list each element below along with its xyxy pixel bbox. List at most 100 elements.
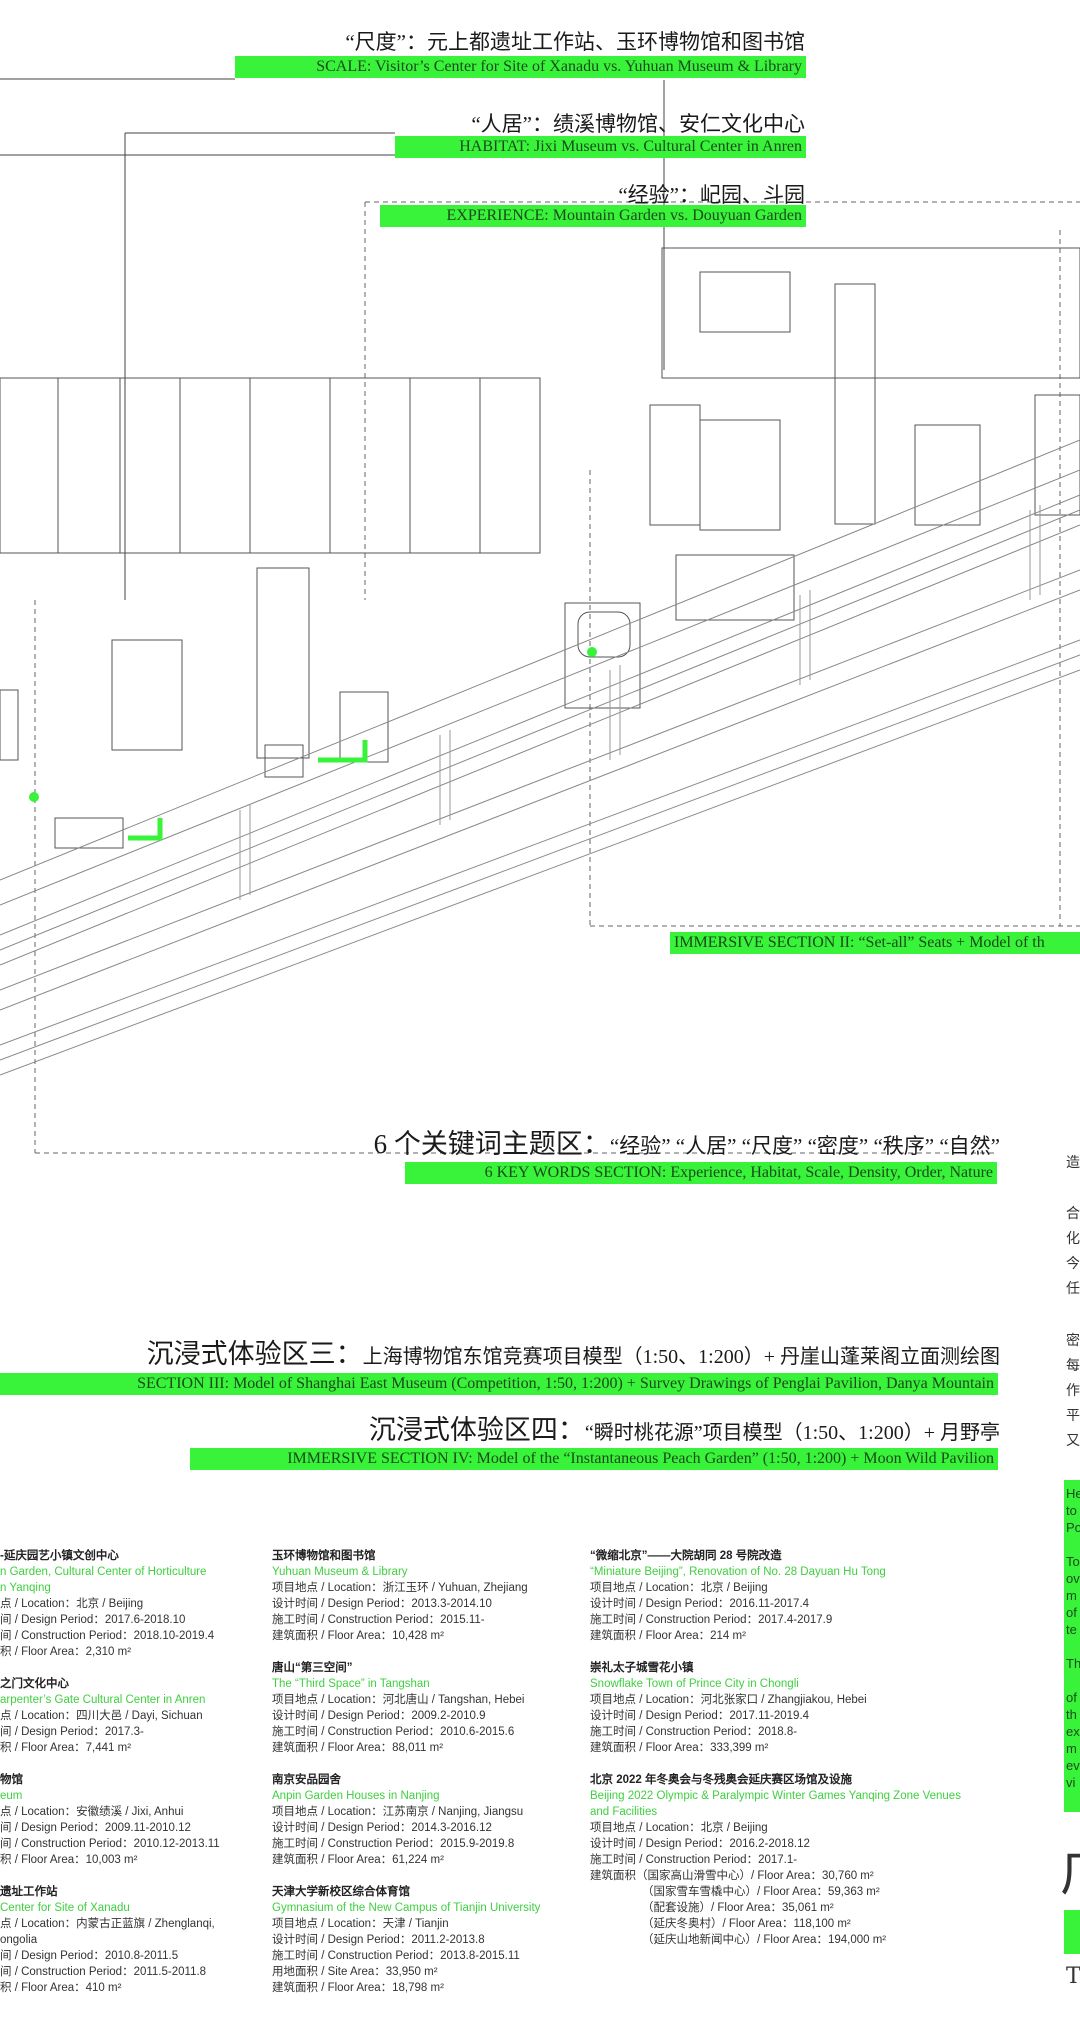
project-detail: 点 / Location：内蒙古正蓝旗 / Zhenglanqi, bbox=[0, 1918, 215, 1930]
project-title: 物馆 bbox=[0, 1774, 23, 1786]
project-title-en: and Facilities bbox=[590, 1806, 658, 1818]
project-yuhuan-museum: 玉环博物馆和图书馆 Yuhuan Museum & Library 项目地点 /… bbox=[272, 1548, 540, 1644]
project-detail: （配套设施）/ Floor Area：35,061 m² bbox=[642, 1902, 834, 1914]
right-green-text: To bbox=[1066, 1554, 1080, 1569]
right-edge-char: 任 bbox=[1066, 1281, 1080, 1297]
project-xanadu-station: 遗址工作站 Center for Site of Xanadu 点 / Loca… bbox=[0, 1884, 220, 1996]
project-title: 天津大学新校区综合体育馆 bbox=[272, 1886, 410, 1898]
right-edge-char: 每 bbox=[1066, 1358, 1080, 1374]
project-title-en: Center for Site of Xanadu bbox=[0, 1902, 130, 1914]
right-edge-char: 造 bbox=[1066, 1155, 1080, 1171]
project-title-en: The “Third Space” in Tangshan bbox=[272, 1678, 430, 1690]
right-green-text: m bbox=[1066, 1741, 1077, 1756]
project-detail: 间 / Design Period：2010.8-2011.5 bbox=[0, 1950, 179, 1962]
right-edge-char: 又 bbox=[1066, 1433, 1080, 1449]
keywords-words: “经验” “人居” “尺度” “密度” “秩序” “自然” bbox=[609, 1134, 1000, 1158]
project-detail: 设计时间 / Design Period：2016.2-2018.12 bbox=[590, 1838, 810, 1850]
project-detail: 建筑面积 / Floor Area：214 m² bbox=[590, 1630, 746, 1642]
project-detail: 间 / Construction Period：2018.10-2019.4 bbox=[0, 1630, 215, 1642]
project-detail: 建筑面积 / Floor Area：18,798 m² bbox=[272, 1982, 444, 1994]
project-title: 玉环博物馆和图书馆 bbox=[272, 1550, 376, 1562]
project-beijing-2022: 北京 2022 年冬奥会与冬残奥会延庆赛区场馆及设施 Beijing 2022 … bbox=[590, 1772, 961, 1948]
right-edge-letter: T bbox=[1066, 1964, 1080, 1989]
project-detail: 点 / Location：北京 / Beijing bbox=[0, 1598, 144, 1610]
project-detail: 用地面积 / Site Area：33,950 m² bbox=[272, 1966, 438, 1978]
project-detail: 间 / Design Period：2017.6-2018.10 bbox=[0, 1614, 186, 1626]
project-detail: ongolia bbox=[0, 1934, 38, 1946]
project-title-en: “Miniature Beijing”, Renovation of No. 2… bbox=[590, 1566, 886, 1578]
project-detail: 施工时间 / Construction Period：2017.4-2017.9 bbox=[590, 1614, 833, 1626]
project-detail: 设计时间 / Design Period：2011.2-2013.8 bbox=[272, 1934, 485, 1946]
experience-title-cn: “经验”：屺园、斗园 bbox=[618, 183, 805, 207]
right-edge-char: 合 bbox=[1066, 1206, 1080, 1222]
project-title: 遗址工作站 bbox=[0, 1886, 58, 1898]
project-tianjin-gym: 天津大学新校区综合体育馆 Gymnasium of the New Campus… bbox=[272, 1884, 540, 1996]
project-detail: 施工时间 / Construction Period：2015.11- bbox=[272, 1614, 485, 1626]
keywords-prefix: 6 个关键词主题区： bbox=[373, 1129, 610, 1159]
project-detail: 施工时间 / Construction Period：2018.8- bbox=[590, 1726, 798, 1738]
project-title: 之门文化中心 bbox=[0, 1678, 69, 1690]
project-title: 崇礼太子城雪花小镇 bbox=[590, 1662, 694, 1674]
habitat-title-en: HABITAT: Jixi Museum vs. Cultural Center… bbox=[395, 136, 806, 158]
right-edge-char: 化 bbox=[1066, 1231, 1080, 1247]
project-snowflake-town: 崇礼太子城雪花小镇 Snowflake Town of Prince City … bbox=[590, 1660, 961, 1756]
right-green-text: ev bbox=[1066, 1758, 1080, 1773]
right-green-text: te bbox=[1066, 1622, 1077, 1637]
project-detail: 积 / Floor Area：7,441 m² bbox=[0, 1742, 132, 1754]
immersive-3-title-cn: 沉浸式体验区三：上海博物馆东馆竞赛项目模型（1:50、1:200）+ 丹崖山蓬莱… bbox=[147, 1332, 1000, 1371]
project-title-en: Beijing 2022 Olympic & Paralympic Winter… bbox=[590, 1790, 961, 1802]
project-detail: 项目地点 / Location：北京 / Beijing bbox=[590, 1582, 768, 1594]
right-green-text: ov bbox=[1066, 1571, 1080, 1586]
right-green-text: Th bbox=[1066, 1656, 1080, 1671]
project-detail: 间 / Design Period：2017.3- bbox=[0, 1726, 144, 1738]
project-yanqing-garden: -延庆园艺小镇文创中心 n Garden, Cultural Center of… bbox=[0, 1548, 220, 1660]
project-detail: 项目地点 / Location：北京 / Beijing bbox=[590, 1822, 768, 1834]
right-edge-char: 平 bbox=[1066, 1408, 1080, 1424]
right-green-text: ex bbox=[1066, 1724, 1080, 1739]
right-green-block bbox=[1064, 1910, 1080, 1954]
project-detail: 点 / Location：四川大邑 / Dayi, Sichuan bbox=[0, 1710, 203, 1722]
scale-title-en: SCALE: Visitor’s Center for Site of Xana… bbox=[235, 56, 806, 78]
immersive-2-en: IMMERSIVE SECTION II: “Set-all” Seats + … bbox=[670, 932, 1080, 954]
project-detail: 施工时间 / Construction Period：2017.1- bbox=[590, 1854, 798, 1866]
project-title-en: n Garden, Cultural Center of Horticultur… bbox=[0, 1566, 207, 1578]
project-detail: 间 / Construction Period：2011.5-2011.8 bbox=[0, 1966, 207, 1978]
immersive-4-title-en: IMMERSIVE SECTION IV: Model of the “Inst… bbox=[190, 1448, 998, 1470]
project-title: -延庆园艺小镇文创中心 bbox=[0, 1550, 119, 1562]
project-title-en: Yuhuan Museum & Library bbox=[272, 1566, 408, 1578]
right-green-panel bbox=[1064, 1480, 1080, 1812]
project-jixi-museum: 物馆 eum 点 / Location：安徽绩溪 / Jixi, Anhui 间… bbox=[0, 1772, 220, 1868]
right-green-text: to bbox=[1066, 1503, 1077, 1518]
project-detail: 建筑面积 / Floor Area：10,428 m² bbox=[272, 1630, 444, 1642]
project-detail: 设计时间 / Design Period：2017.11-2019.4 bbox=[590, 1710, 810, 1722]
habitat-title-cn: “人居”：绩溪博物馆、安仁文化中心 bbox=[471, 112, 805, 136]
project-detail: 设计时间 / Design Period：2016.11-2017.4 bbox=[590, 1598, 810, 1610]
project-nanjing-anpin: 南京安品园舍 Anpin Garden Houses in Nanjing 项目… bbox=[272, 1772, 540, 1868]
project-detail: 设计时间 / Design Period：2009.2-2010.9 bbox=[272, 1710, 486, 1722]
right-green-text: vi bbox=[1066, 1775, 1076, 1790]
project-detail: 建筑面积 / Floor Area：333,399 m² bbox=[590, 1742, 769, 1754]
keywords-title-en: 6 KEY WORDS SECTION: Experience, Habitat… bbox=[405, 1162, 997, 1184]
project-title-en: eum bbox=[0, 1790, 23, 1802]
project-detail: 建筑面积 / Floor Area：88,011 m² bbox=[272, 1742, 444, 1754]
project-detail: （延庆山地新闻中心）/ Floor Area：194,000 m² bbox=[642, 1934, 887, 1946]
project-column-3: “微缩北京”——大院胡同 28 号院改造 “Miniature Beijing”… bbox=[590, 1548, 961, 1948]
project-detail: 积 / Floor Area：410 m² bbox=[0, 1982, 122, 1994]
project-detail: 项目地点 / Location：河北张家口 / Zhangjiakou, Heb… bbox=[590, 1694, 867, 1706]
project-title: 北京 2022 年冬奥会与冬残奥会延庆赛区场馆及设施 bbox=[590, 1774, 852, 1786]
project-title: “微缩北京”——大院胡同 28 号院改造 bbox=[590, 1550, 782, 1562]
immersive-4-prefix: 沉浸式体验区四： bbox=[368, 1415, 585, 1445]
project-detail: 点 / Location：安徽绩溪 / Jixi, Anhui bbox=[0, 1806, 184, 1818]
project-tangshan-third-space: 唐山“第三空间” The “Third Space” in Tangshan 项… bbox=[272, 1660, 540, 1756]
project-title-en: Anpin Garden Houses in Nanjing bbox=[272, 1790, 440, 1802]
project-detail: 项目地点 / Location：天津 / Tianjin bbox=[272, 1918, 449, 1930]
scale-title-cn: “尺度”：元上都遗址工作站、玉环博物馆和图书馆 bbox=[345, 30, 805, 54]
project-detail: 设计时间 / Design Period：2013.3-2014.10 bbox=[272, 1598, 492, 1610]
immersive-4-title-cn: 沉浸式体验区四：“瞬时桃花源”项目模型（1:50、1:200）+ 月野亭 bbox=[369, 1408, 1000, 1447]
project-detail: 间 / Construction Period：2010.12-2013.11 bbox=[0, 1838, 220, 1850]
project-detail: 建筑面积（国家高山滑雪中心）/ Floor Area：30,760 m² bbox=[590, 1870, 874, 1882]
project-detail: （国家雪车雪橇中心）/ Floor Area：59,363 m² bbox=[642, 1886, 880, 1898]
right-green-text: of bbox=[1066, 1605, 1077, 1620]
right-green-text: of bbox=[1066, 1690, 1077, 1705]
project-detail: 项目地点 / Location：河北唐山 / Tangshan, Hebei bbox=[272, 1694, 525, 1706]
